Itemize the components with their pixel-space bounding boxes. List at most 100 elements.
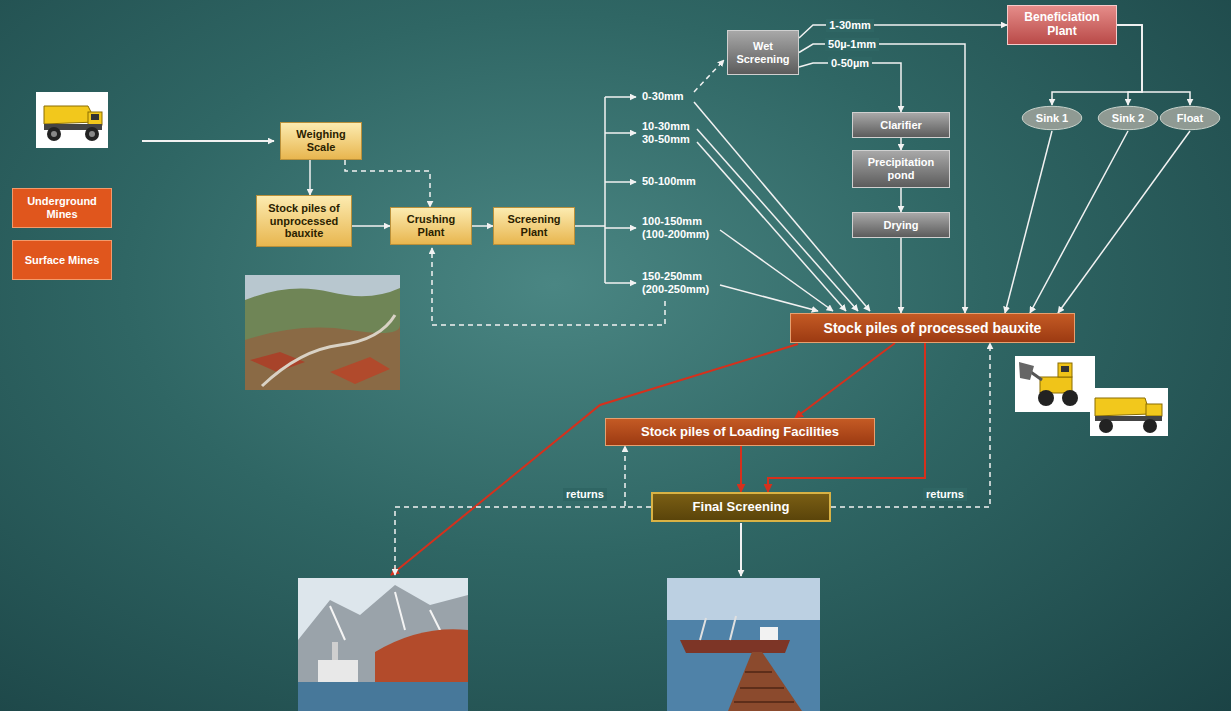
flow-connector: [799, 44, 965, 313]
size-fraction-label: 0-30mm: [642, 90, 684, 103]
process-box: Stock piles of unprocessed bauxite: [256, 195, 352, 247]
fraction-to-stock-arrow: [720, 285, 818, 311]
flow-connector: [900, 238, 902, 313]
photo-conveyor-stripe: [734, 672, 794, 702]
node-text: Drying: [884, 219, 919, 232]
return-line: [395, 507, 625, 575]
oversize-return-line: [432, 248, 665, 325]
mine-landscape-photo: [245, 275, 400, 390]
photo-stack: [332, 642, 338, 660]
loader-and-truck-icons: [1015, 356, 1168, 436]
fraction-to-stock-arrow: [697, 142, 846, 311]
photo-plant: [318, 660, 358, 682]
product-ellipse: Sink 1: [1021, 105, 1083, 131]
photo-mountain: [298, 585, 468, 682]
icon-ground: [36, 92, 108, 148]
photo-bauxite-patch: [250, 352, 305, 372]
flow-connector: [1030, 131, 1128, 313]
process-box: Screening Plant: [493, 207, 575, 245]
flow-connector: [900, 188, 902, 212]
node-text: Crushing Plant: [396, 213, 466, 238]
node-text: Weighing Scale: [286, 128, 356, 153]
photo-ship-bridge: [760, 627, 778, 640]
flow-connector: [799, 63, 901, 112]
truck-hub: [89, 131, 95, 137]
size-fraction-label: 30-50mm: [642, 133, 690, 146]
icon-ground: [1090, 388, 1168, 436]
photo-bauxite-patch: [330, 357, 390, 384]
shipment-line: [391, 344, 798, 575]
photo-red-ground: [375, 629, 468, 682]
size-fraction-label: (200-250mm): [642, 283, 709, 296]
node-text: Precipitation pond: [858, 156, 944, 181]
loader-window: [1061, 366, 1069, 372]
flow-connector: [309, 160, 311, 195]
process-box: Crushing Plant: [390, 207, 472, 245]
photo-sky: [245, 275, 400, 390]
flow-connector: [352, 225, 390, 227]
wet-process-box: Clarifier: [852, 112, 950, 138]
loader-cab: [1058, 363, 1072, 377]
photo-road: [262, 315, 395, 386]
icon-ground: [1015, 356, 1095, 412]
size-fraction-label: 100-150mm: [642, 215, 702, 228]
node-text: Float: [1177, 112, 1203, 125]
flow-connector: [345, 160, 430, 207]
node-text: Stock piles of unprocessed bauxite: [262, 202, 346, 240]
edge-label: 50µ-1mm: [825, 38, 879, 51]
mine-source-box: Surface Mines: [12, 240, 112, 280]
edge-label: 1-30mm: [826, 19, 874, 32]
edge-label: returns: [923, 488, 967, 501]
ellipse-shape: [1160, 106, 1220, 129]
photo-ship-hull: [680, 640, 790, 653]
wet-feed-arrow: [694, 60, 724, 92]
fraction-arrow: [605, 282, 636, 284]
photo-crane: [700, 616, 736, 640]
fraction-to-stock-arrow: [697, 129, 858, 311]
flow-connector: [625, 446, 651, 507]
node-text: Stock piles of Loading Facilities: [641, 425, 839, 440]
size-fraction-label: 50-100mm: [642, 175, 696, 188]
photo-hill: [245, 288, 400, 390]
truck-wheel: [1143, 419, 1157, 433]
truck-cab: [88, 112, 102, 125]
photo-sky: [298, 578, 468, 711]
node-text: Final Screening: [693, 500, 790, 515]
wet-process-box: Drying: [852, 212, 950, 238]
photo-sea: [667, 620, 820, 711]
size-fraction-label: (100-200mm): [642, 228, 709, 241]
stockpile-bar: Stock piles of Loading Facilities: [605, 418, 875, 446]
loading-arrow: [740, 523, 742, 576]
fraction-arrow: [605, 96, 636, 98]
loader-wheel: [1038, 390, 1054, 406]
wet-process-box: Wet Screening: [727, 30, 799, 75]
loader-wheel: [1062, 390, 1078, 406]
size-fraction-label: 150-250mm: [642, 270, 702, 283]
truck-cab: [1146, 404, 1162, 416]
fraction-fan: [575, 97, 605, 283]
photo-water: [298, 682, 468, 711]
flow-connector: [1117, 25, 1142, 105]
node-text: Surface Mines: [25, 254, 100, 267]
truck-dump-body: [1095, 398, 1150, 416]
wet-process-box: Precipitation pond: [852, 150, 950, 188]
truck-wheel: [1099, 419, 1113, 433]
node-text: Underground Mines: [18, 195, 106, 220]
connector-layer: [310, 25, 1190, 507]
layout-lines: [142, 60, 870, 576]
fraction-arrow: [605, 227, 636, 229]
node-text: Sink 1: [1036, 112, 1068, 125]
flow-connector: [472, 225, 493, 227]
stockpile-bar: Stock piles of processed bauxite: [790, 313, 1075, 343]
transport-connector: [795, 343, 895, 418]
truck-hub: [51, 131, 57, 137]
loader-bucket: [1019, 362, 1034, 380]
flow-connector: [1117, 25, 1190, 105]
truck-window: [91, 114, 99, 120]
fraction-to-stock-arrow: [720, 230, 833, 311]
beneficiation-box: Beneficiation Plant: [1007, 5, 1117, 45]
product-ellipse: Float: [1159, 105, 1221, 131]
photo-conveyor: [728, 652, 802, 711]
port-bay-photo: [298, 578, 468, 711]
